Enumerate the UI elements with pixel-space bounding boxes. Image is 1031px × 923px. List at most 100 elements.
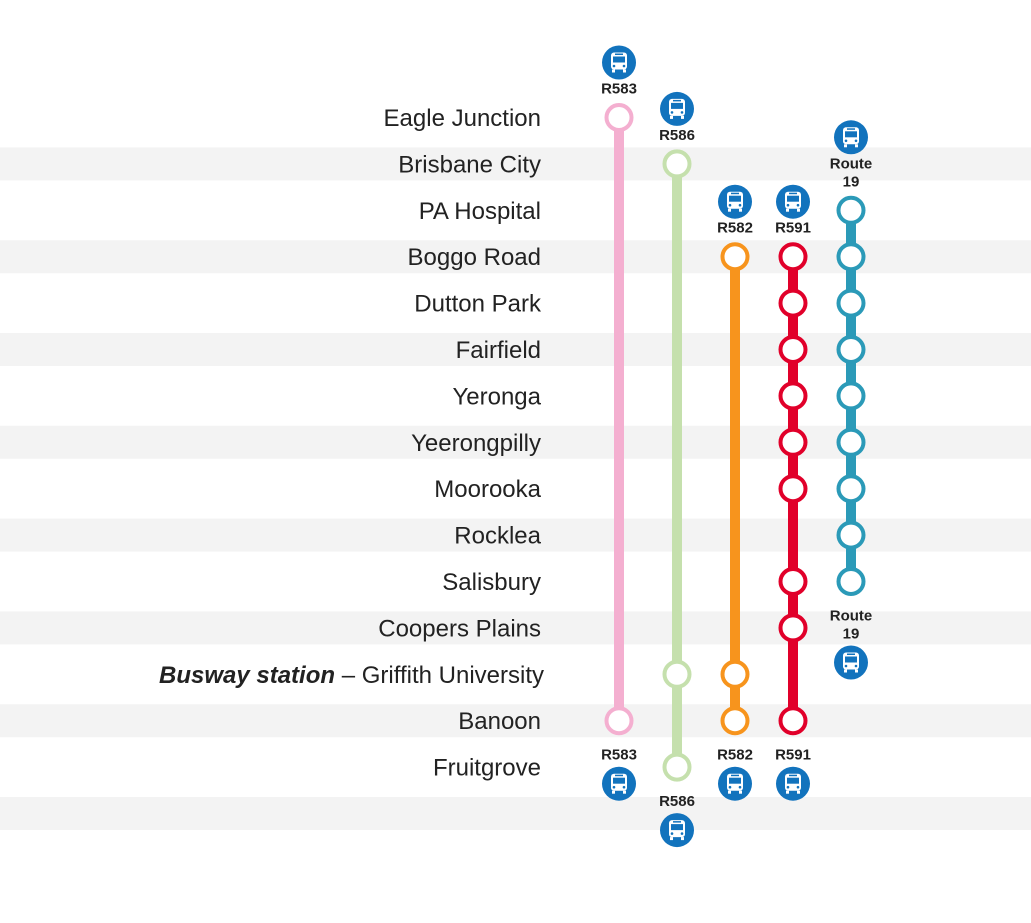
bus-sign [615,774,623,777]
stop-marker [836,567,866,596]
bus-wheel [623,790,626,794]
bus-icon [834,120,868,155]
station-label: Yeronga [452,383,541,410]
station-label: Dutton Park [414,291,542,318]
route-label: 19 [843,173,860,190]
bus-wheel [612,69,615,73]
row-stripe [0,704,1031,738]
stop-marker [778,706,808,736]
station-name: Fairfield [456,337,541,364]
bus-wheel [728,790,731,794]
bus-light [670,111,674,114]
stop-marker [778,288,808,318]
bus-light [854,664,858,668]
bus-light [728,203,732,207]
bus-light [680,832,684,835]
bus-light [796,785,800,789]
route-label: Route [830,608,873,625]
bus-light [854,139,858,143]
stop-marker [662,149,692,179]
bus-light [622,785,626,789]
route-label: R582 [717,220,753,237]
stop-marker [720,242,750,272]
stop-marker [836,288,866,318]
bus-window [671,102,683,109]
station-name: Brisbane City [398,151,541,178]
stop-marker [604,103,634,132]
station-label: Fairfield [456,337,541,364]
station-name: PA Hospital [419,198,541,225]
bus-wheel [855,669,858,673]
bus-window [671,824,683,831]
station-name: Yeronga [452,383,541,410]
bus-light [844,139,848,143]
bus-sign [731,774,739,777]
bus-sign [673,821,681,823]
route-label: R591 [775,220,811,237]
bus-light [680,111,684,114]
stop-marker [778,427,808,457]
stop-marker [836,474,866,504]
row-stripe [0,147,1031,181]
bus-wheel [670,115,673,119]
bus-window [613,777,625,784]
stop-marker [720,706,750,736]
station-label: Coopers Plains [378,615,541,642]
bus-window [845,131,857,138]
stop-marker [778,474,808,504]
route-label: R586 [659,127,695,144]
bus-light [612,785,616,789]
bus-light [844,664,848,668]
station-name: Yeerongpilly [411,430,541,457]
bus-window [787,777,799,784]
station-label: Brisbane City [398,151,541,178]
station-name: Salisbury [442,569,541,596]
station-label: Rocklea [454,523,541,550]
bus-wheel [623,69,626,73]
route-label: R583 [601,81,637,98]
stop-marker [662,659,692,689]
station-label: Boggo Road [408,244,541,271]
bus-wheel [739,790,742,794]
bus-wheel [681,115,684,119]
bus-wheel [728,208,731,212]
stop-marker [778,381,808,411]
stop-marker [778,335,808,364]
row-stripe [0,611,1031,645]
station-name: Coopers Plains [378,615,541,642]
station-label: Moorooka [434,476,541,503]
bus-icon [660,91,694,126]
bus-wheel [844,669,847,673]
bus-wheel [855,144,858,148]
stop-marker [662,752,692,782]
bus-wheel [786,790,789,794]
bus-sign [789,774,797,777]
station-label: Eagle Junction [384,105,541,132]
route-label: R583 [601,747,637,764]
station-name: Banoon [458,708,541,735]
route-label: Route [830,155,873,172]
bus-wheel [797,790,800,794]
bus-window [729,195,741,202]
route-label: R586 [659,793,695,810]
bus-light [786,785,790,789]
bus-icon [776,766,810,801]
bus-window [729,777,741,784]
station-name: Eagle Junction [384,105,541,132]
bus-light [738,785,742,789]
stop-marker [836,520,866,550]
station-label: PA Hospital [419,198,541,225]
stop-marker [604,706,634,736]
stop-marker [836,242,866,272]
bus-sign [789,192,797,195]
station-name: Moorooka [434,476,541,503]
bus-icon [602,766,636,801]
station-name: Dutton Park [414,291,542,318]
stop-marker [720,659,750,689]
stop-marker [836,195,866,225]
station-label: Banoon [458,708,541,735]
station-label: Yeerongpilly [411,430,541,457]
stop-marker [778,613,808,643]
bus-wheel [612,790,615,794]
